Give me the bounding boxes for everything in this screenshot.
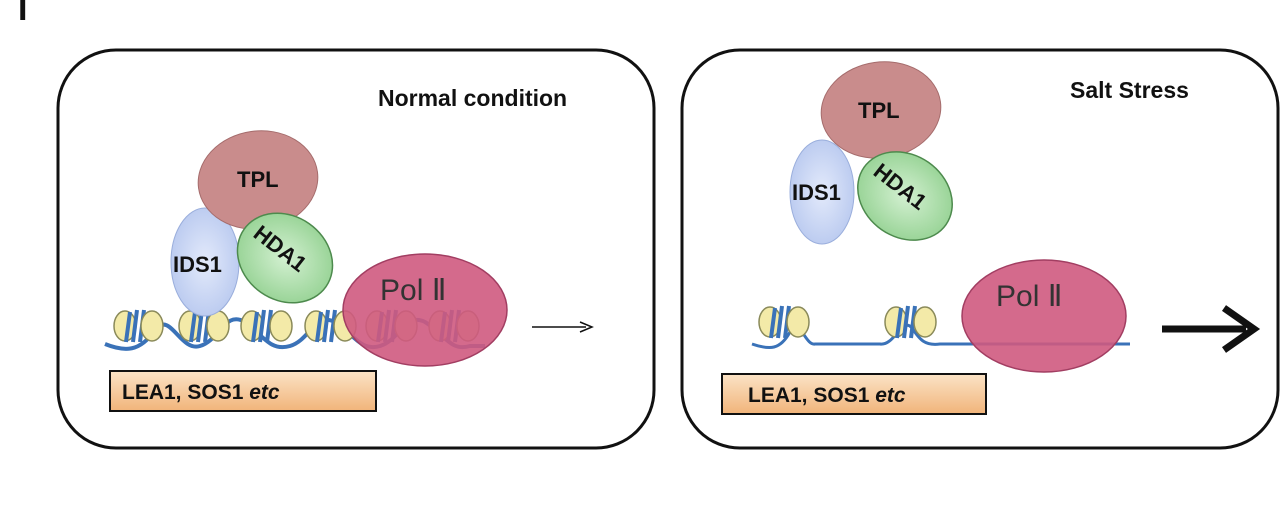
pol2-label: Pol Ⅱ	[380, 274, 446, 307]
chromatin	[751, 305, 1130, 350]
ids1-protein	[789, 139, 855, 245]
panel-letter: I	[18, 0, 27, 28]
gene-box	[109, 370, 377, 412]
transcription-arrow-strong	[1162, 305, 1261, 353]
hda1-protein	[857, 151, 953, 241]
pol2-label: Pol Ⅱ	[996, 280, 1062, 313]
gene-box-label: LEA1, SOS1 etc	[122, 381, 280, 404]
nucleosome	[884, 305, 937, 339]
tpl-label: TPL	[237, 167, 279, 192]
hda1-protein	[236, 212, 334, 304]
panel-title: Salt Stress	[1070, 77, 1189, 103]
panel-normal: Normal condition	[56, 48, 656, 450]
pol2-protein	[342, 253, 508, 367]
dna-strand	[751, 323, 1130, 350]
transcription-arrow-weak	[532, 321, 594, 333]
gene-box	[721, 373, 987, 415]
nucleosome	[178, 309, 230, 343]
nucleosome	[240, 309, 293, 343]
ids1-label: IDS1	[792, 180, 841, 205]
gene-box-label: LEA1, SOS1 etc	[748, 384, 906, 407]
ids1-label: IDS1	[173, 252, 222, 277]
nucleosome	[758, 305, 810, 339]
panel-salt-stress: Salt Stress TPL IDS1 HDA1 Pol Ⅱ	[680, 48, 1280, 450]
panel-title: Normal condition	[378, 85, 567, 111]
nucleosome	[113, 309, 164, 343]
panel-frame	[56, 48, 656, 450]
tpl-label: TPL	[858, 98, 900, 123]
pol2-protein	[961, 259, 1127, 373]
